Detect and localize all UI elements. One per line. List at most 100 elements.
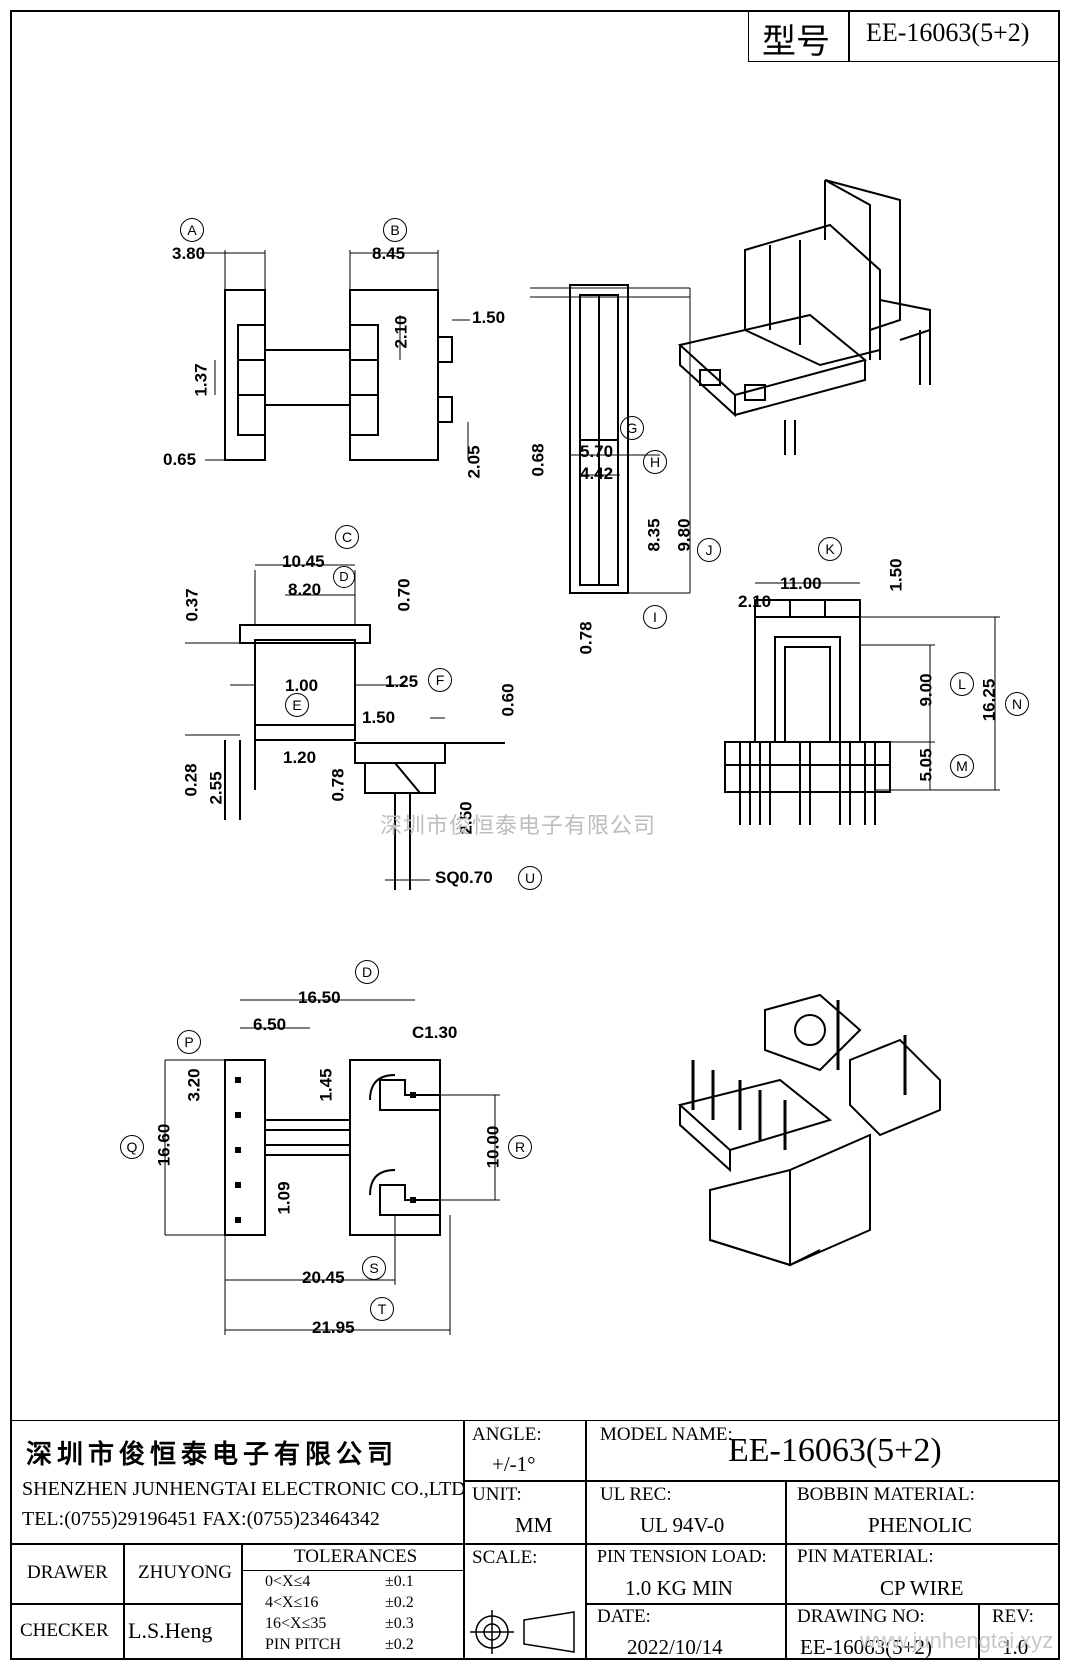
dim-c-value: 10.45 xyxy=(282,552,325,571)
tol-value-4: ±0.2 xyxy=(385,1636,414,1653)
angle-value: +/-1° xyxy=(492,1452,536,1476)
label-a-tag-circle: A xyxy=(180,218,204,242)
dim-0-28: 0.28 xyxy=(181,763,201,797)
isometric-view-top xyxy=(677,179,931,455)
dim-1-09: 1.09 xyxy=(274,1181,294,1215)
dim-1-50-b: 1.50 xyxy=(362,708,396,727)
dim-1-45: 1.45 xyxy=(316,1068,336,1102)
dim-0-78-b: 0.78 xyxy=(328,768,348,802)
date-value: 2022/10/14 xyxy=(627,1635,723,1659)
drawer-label: DRAWER xyxy=(27,1562,108,1583)
company-cn: 深圳市俊恒泰电子有限公司 xyxy=(26,1440,399,1470)
pin-tension-label: PIN TENSION LOAD: xyxy=(597,1546,767,1566)
dim-0-78-a: 0.78 xyxy=(576,621,596,655)
dim-t-tag: T xyxy=(377,1301,387,1317)
dim-c1-30: C1.30 xyxy=(412,1023,458,1042)
label-u-tag-circle: U xyxy=(518,866,542,890)
scale-label: SCALE: xyxy=(472,1547,538,1568)
dim-l-tag: L xyxy=(958,676,966,692)
technical-drawing xyxy=(164,179,1000,1335)
pin-material-value: CP WIRE xyxy=(880,1576,964,1600)
dim-h-tag: H xyxy=(649,454,661,470)
label-q-tag-circle: Q xyxy=(120,1135,144,1159)
label-e-tag-circle: E xyxy=(285,693,309,717)
rev-cell xyxy=(978,1603,1060,1660)
checker-label: CHECKER xyxy=(20,1620,109,1641)
label-p-tag-circle: P xyxy=(177,1030,201,1054)
dim-c-tag: C xyxy=(341,529,353,545)
dim-g-tag: G xyxy=(626,420,638,436)
dim-0-37: 0.37 xyxy=(182,588,202,622)
tol-value-3: ±0.3 xyxy=(385,1615,414,1632)
projection-symbol-icon xyxy=(470,1610,575,1654)
checker-label-cell xyxy=(10,1603,125,1660)
dim-2-05: 2.05 xyxy=(464,445,484,479)
dim-0-60: 0.60 xyxy=(498,683,518,717)
dim-b-value: 8.45 xyxy=(372,244,406,263)
drawer-label-cell xyxy=(10,1543,125,1605)
tol-value-2: ±0.2 xyxy=(385,1594,414,1611)
label-f-tag-circle: F xyxy=(428,668,452,692)
dim-sq-0-70: SQ0.70 xyxy=(435,868,493,887)
label-h-tag-circle: H xyxy=(643,450,667,474)
tol-range-3: 16<X≤35 xyxy=(265,1615,327,1632)
tol-value-1: ±0.1 xyxy=(385,1573,414,1590)
label-m-tag-circle: M xyxy=(950,754,974,778)
label-t-tag-circle: T xyxy=(370,1297,394,1321)
dim-6-50: 6.50 xyxy=(253,1015,287,1034)
unit-label: UNIT: xyxy=(472,1484,522,1505)
pin-material-label: PIN MATERIAL: xyxy=(797,1546,934,1567)
dim-j-tag: J xyxy=(705,542,713,558)
label-l-tag-circle: L xyxy=(950,672,974,696)
angle-label: ANGLE: xyxy=(472,1424,542,1445)
label-b-tag-circle: B xyxy=(383,218,407,242)
model-name-label: MODEL NAME: xyxy=(600,1424,733,1445)
dim-f-value: 1.25 xyxy=(385,672,419,691)
date-cell xyxy=(585,1603,787,1660)
tolerances-header-divider xyxy=(241,1570,465,1571)
dim-n-tag: N xyxy=(1011,696,1023,712)
dim-q-tag: Q xyxy=(126,1139,138,1155)
scale-cell xyxy=(463,1543,587,1660)
dim-2-10: 2.10 xyxy=(391,315,411,349)
dim-9-80: 9.80 xyxy=(674,518,694,552)
date-label: DATE: xyxy=(597,1606,651,1627)
dim-t-value: 21.95 xyxy=(312,1318,355,1337)
dim-16-60: 16.60 xyxy=(154,1123,174,1167)
header-model-value-cell xyxy=(848,10,1060,62)
label-k-tag-circle: K xyxy=(818,537,842,561)
dim-8-35: 8.35 xyxy=(644,518,664,552)
company-en: SHENZHEN JUNHENGTAI ELECTRONIC CO.,LTD xyxy=(22,1478,466,1500)
dim-a-tag: A xyxy=(187,222,197,238)
label-d-tag-circle: D xyxy=(355,960,379,984)
website-watermark: www.junhengtai.xyz xyxy=(860,1628,1054,1653)
rev-label: REV: xyxy=(992,1606,1034,1627)
header-model-label: 型号 xyxy=(762,23,830,61)
dim-1-50: 1.50 xyxy=(472,308,506,327)
watermark: 深圳市俊恒泰电子有限公司 xyxy=(380,814,657,839)
label-s-tag-circle: S xyxy=(362,1256,386,1280)
dim-i-tag: I xyxy=(653,609,657,625)
dim-9-00: 9.00 xyxy=(916,673,936,707)
dim-f-tag: F xyxy=(435,672,445,688)
dim-1-37: 1.37 xyxy=(191,363,211,397)
header-model-label-cell xyxy=(748,10,850,62)
pin-material-cell xyxy=(785,1543,1060,1605)
unit-cell xyxy=(463,1480,587,1545)
model-name-value: EE-16063(5+2) xyxy=(728,1432,942,1469)
angle-cell xyxy=(463,1420,587,1482)
dim-0-68: 0.68 xyxy=(528,443,548,477)
drawing-no-cell xyxy=(785,1603,980,1660)
label-r-tag-circle: R xyxy=(508,1135,532,1159)
company-cell xyxy=(10,1420,465,1545)
header-model-value: EE-16063(5+2) xyxy=(866,18,1030,47)
dim-16-50: 16.50 xyxy=(298,988,341,1007)
dim-0-70: 0.70 xyxy=(394,578,414,612)
dim-2-10-b: 2.10 xyxy=(738,592,772,611)
label-g-tag-circle: G xyxy=(620,416,644,440)
dim-s-value: 20.45 xyxy=(302,1268,345,1287)
drawing-no-label: DRAWING NO: xyxy=(797,1606,925,1627)
dim-3-20: 3.20 xyxy=(184,1068,204,1102)
dim-1-50-c: 1.50 xyxy=(886,558,906,592)
pin-tension-cell xyxy=(585,1543,787,1605)
